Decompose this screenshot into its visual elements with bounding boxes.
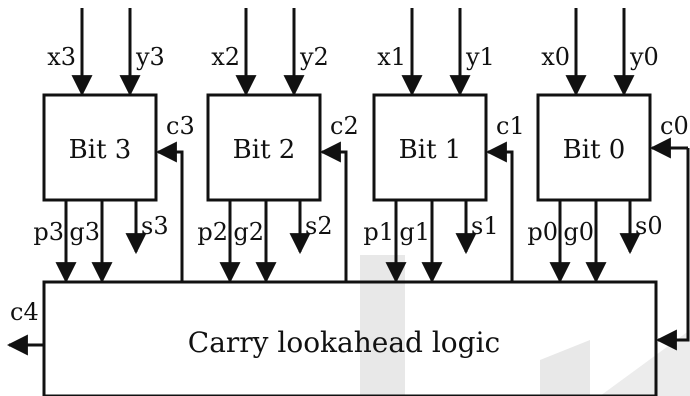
bit2-carry-label: c2 xyxy=(330,112,359,140)
bit3-x-label: x3 xyxy=(47,43,76,71)
bit0-y-label: y0 xyxy=(629,43,659,71)
bit2-p-label: p2 xyxy=(197,218,228,246)
bit1-y-label: y1 xyxy=(465,43,495,71)
bit3-g-label: g3 xyxy=(69,218,100,246)
bit1-label: Bit 1 xyxy=(399,135,462,165)
bit2-s-label: s2 xyxy=(305,212,333,240)
bit1-s-label: s1 xyxy=(471,212,499,240)
bit0-label: Bit 0 xyxy=(563,135,626,165)
bit3-p-label: p3 xyxy=(33,218,64,246)
bit1-carry-label: c1 xyxy=(496,112,525,140)
bit0-p-label: p0 xyxy=(527,218,558,246)
carry-lookahead-label: Carry lookahead logic xyxy=(188,326,500,359)
bit3-carry-in-line xyxy=(155,141,184,282)
bit0-carry-label: c0 xyxy=(660,112,689,140)
bit2-label: Bit 2 xyxy=(233,135,296,165)
c0-feed-line xyxy=(655,148,690,351)
bit2-x-label: x2 xyxy=(211,43,240,71)
bit2-y-label: y2 xyxy=(299,43,329,71)
bit0-x-label: x0 xyxy=(541,43,570,71)
c4-label: c4 xyxy=(10,298,39,326)
bit3-s-label: s3 xyxy=(141,212,169,240)
bit0-s-label: s0 xyxy=(635,212,663,240)
bit3-label: Bit 3 xyxy=(69,135,132,165)
bit1-block xyxy=(372,93,488,202)
bit0-g-label: g0 xyxy=(563,218,594,246)
watermark xyxy=(360,255,690,396)
bit3-y-label: y3 xyxy=(135,43,165,71)
bit1-p-label: p1 xyxy=(363,218,394,246)
bit1-carry-in-line xyxy=(485,141,514,282)
bit1-x-label: x1 xyxy=(377,43,406,71)
bit2-carry-in-line xyxy=(319,141,348,282)
bit1-g-label: g1 xyxy=(399,218,430,246)
bit3-carry-label: c3 xyxy=(166,112,195,140)
bit3-block xyxy=(42,93,158,202)
bit2-g-label: g2 xyxy=(233,218,264,246)
